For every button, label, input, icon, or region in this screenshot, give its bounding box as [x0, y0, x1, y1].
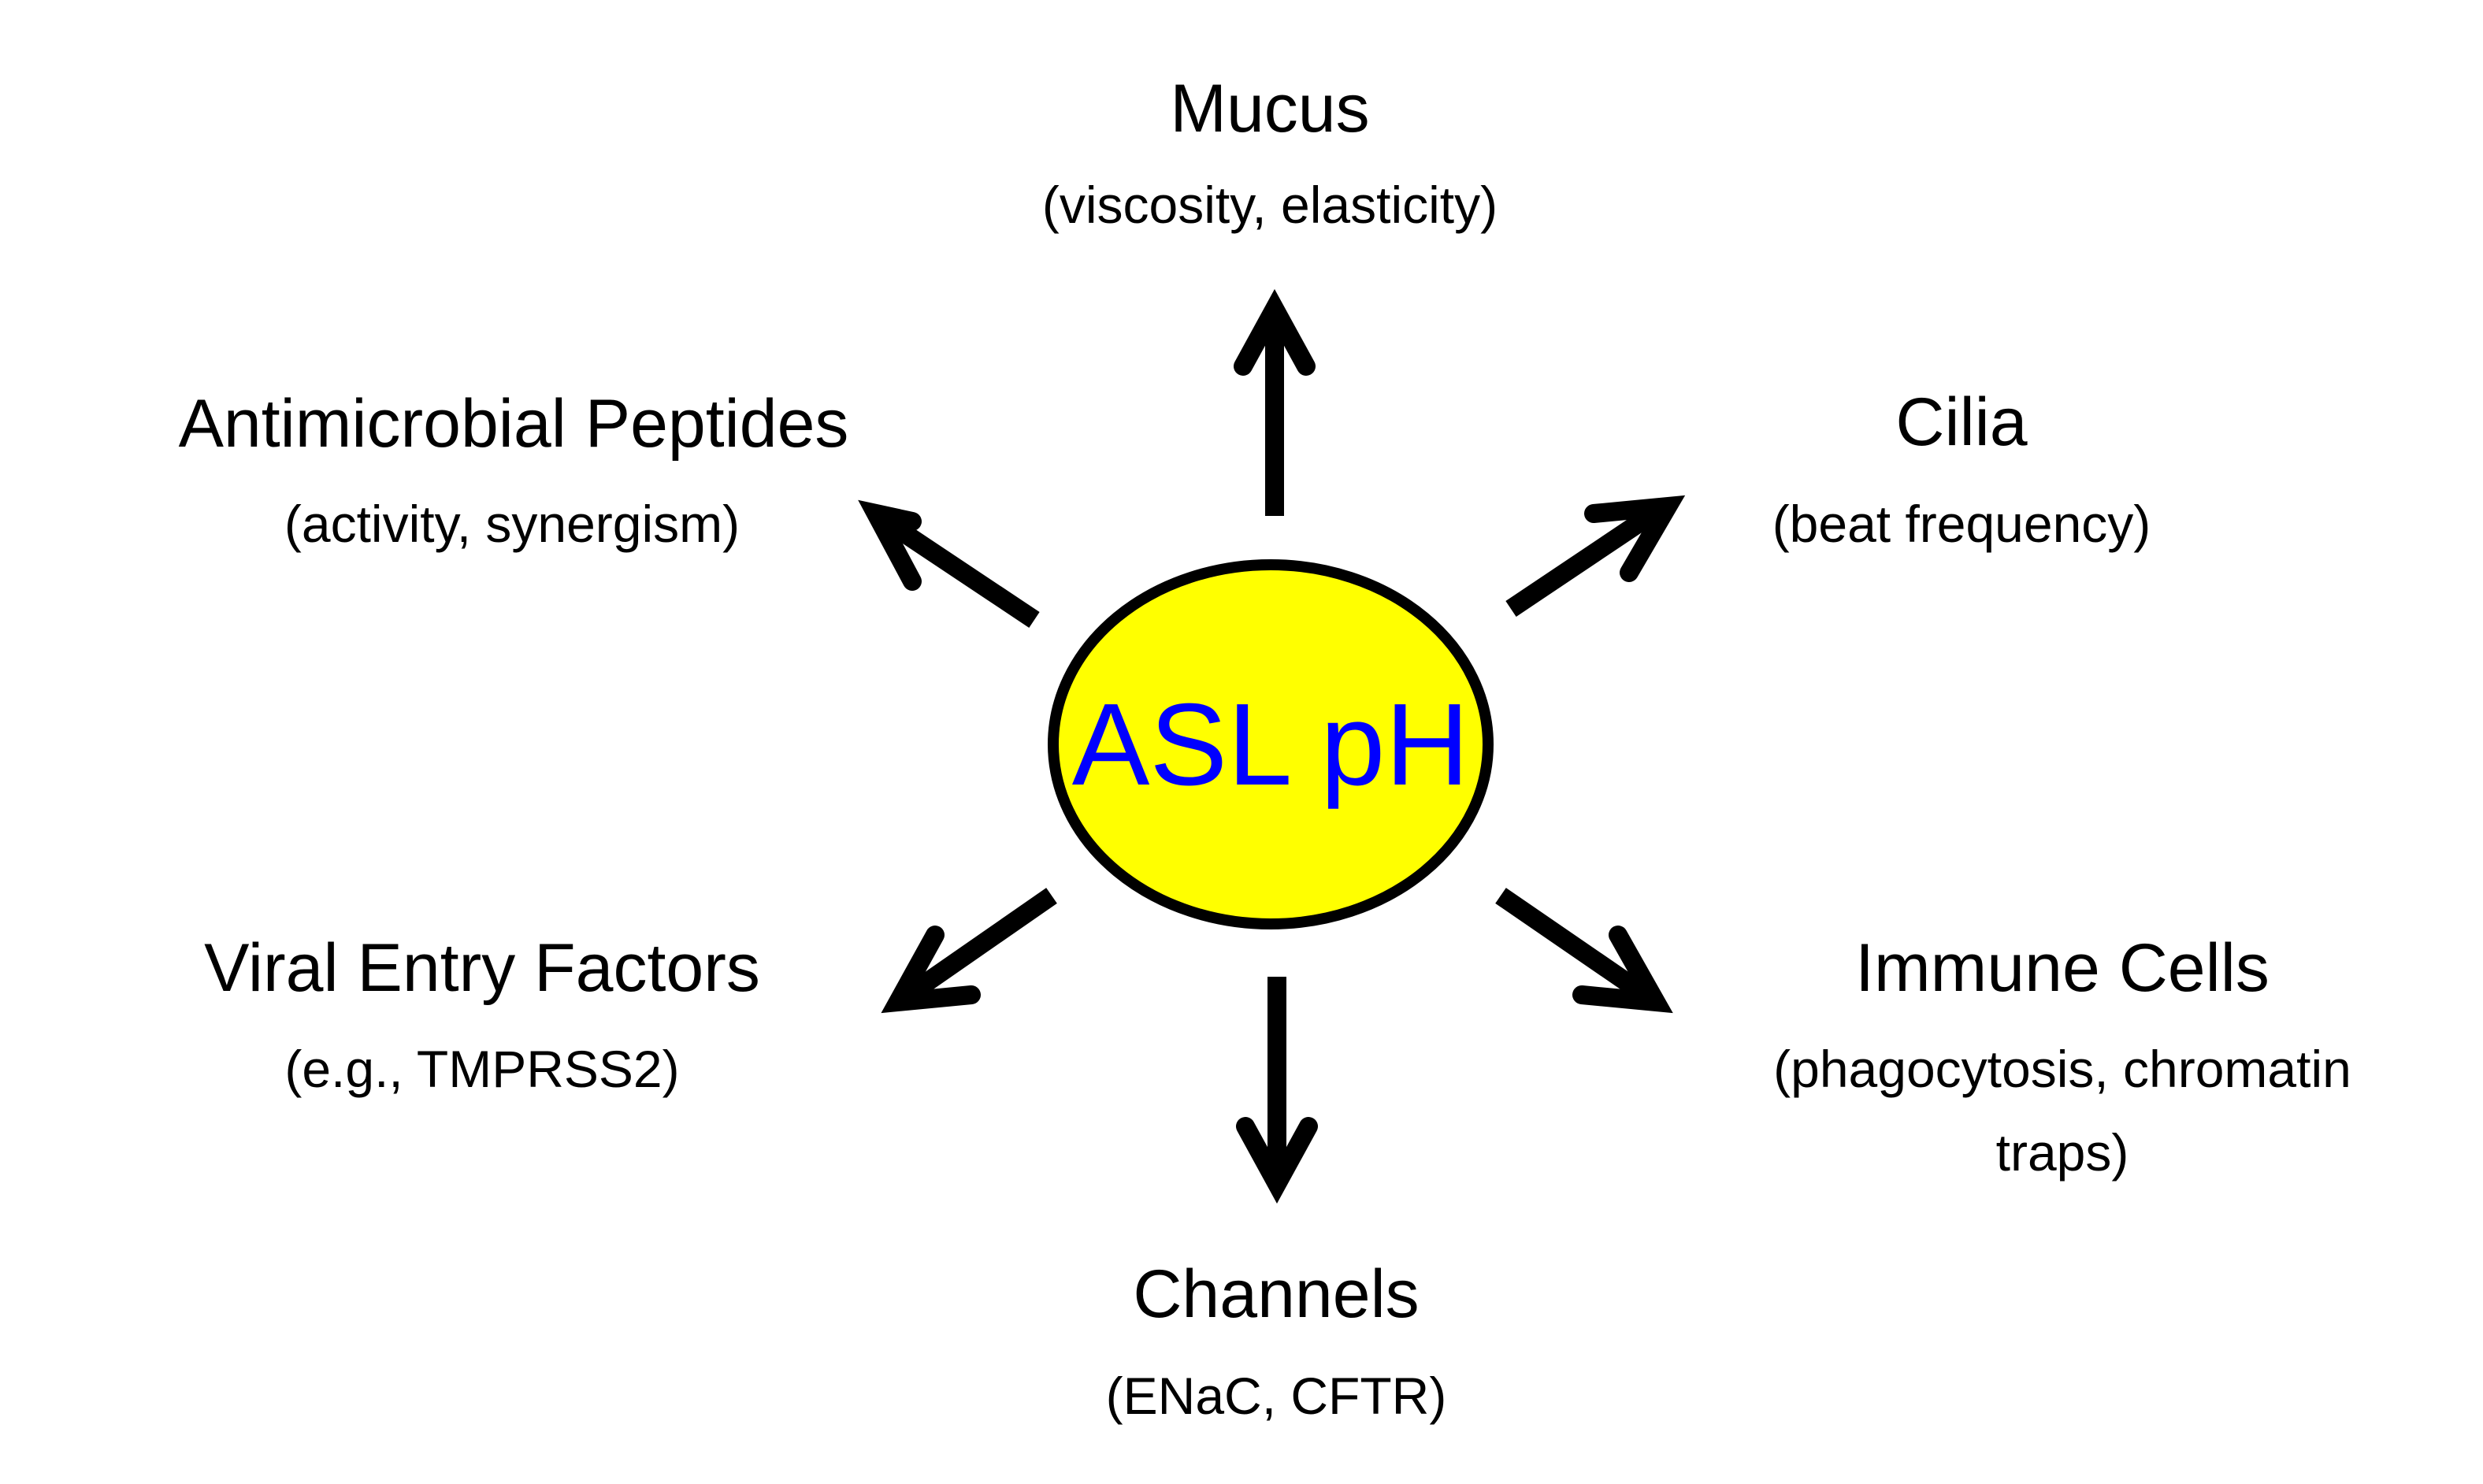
node-title: Viral Entry Factors [204, 930, 760, 1006]
arrow-down-right-head-icon [1572, 926, 1673, 1014]
arrow-down-right-shaft [1495, 888, 1650, 1002]
arrow-up-left-head-icon [858, 499, 922, 591]
node-mucus: Mucus (viscosity, elasticity) [1042, 71, 1498, 234]
arrow-down-right [1495, 888, 1673, 1014]
arrow-up-left-shaft [885, 516, 1040, 628]
arrow-down [1236, 977, 1318, 1204]
node-subtitle: (activity, synergism) [284, 495, 740, 553]
node-channels: Channels (ENaC, CFTR) [1106, 1256, 1447, 1425]
arrow-up-right-head-icon [1584, 495, 1686, 582]
center-label: ASL pH [1072, 680, 1470, 810]
arrow-up-right [1505, 495, 1686, 617]
arrow-up [1234, 289, 1316, 516]
node-viral-entry-factors: Viral Entry Factors (e.g., TMPRSS2) [204, 930, 760, 1098]
node-title: Mucus [1170, 71, 1369, 147]
node-subtitle: (ENaC, CFTR) [1106, 1367, 1447, 1425]
node-title: Channels [1133, 1256, 1419, 1332]
node-cilia: Cilia (beat frequency) [1772, 384, 2151, 553]
node-title: Cilia [1895, 384, 2027, 460]
arrow-down-left-shaft [904, 888, 1057, 1002]
node-title: Immune Cells [1855, 930, 2270, 1006]
arrow-up-left [858, 499, 1040, 628]
node-subtitle: (beat frequency) [1772, 495, 2151, 553]
arrow-down-left-head-icon [881, 926, 981, 1014]
node-subtitle-line-1: (phagocytosis, chromatin [1773, 1040, 2351, 1098]
arrow-up-right-shaft [1505, 505, 1660, 617]
node-title: Antimicrobial Peptides [179, 386, 849, 462]
arrow-up-head-icon [1234, 289, 1316, 376]
center-ellipse [1048, 559, 1494, 929]
center-node: ASL pH [1048, 559, 1494, 929]
node-subtitle: (e.g., TMPRSS2) [284, 1040, 679, 1098]
node-immune-cells: Immune Cells (phagocytosis, chromatin tr… [1773, 930, 2351, 1182]
node-antimicrobial-peptides: Antimicrobial Peptides (activity, synerg… [179, 386, 849, 553]
node-subtitle-line-2: traps) [1996, 1123, 2129, 1182]
node-subtitle: (viscosity, elasticity) [1042, 176, 1498, 234]
arrow-down-head-icon [1236, 1117, 1318, 1204]
arrow-down-left [881, 888, 1057, 1014]
